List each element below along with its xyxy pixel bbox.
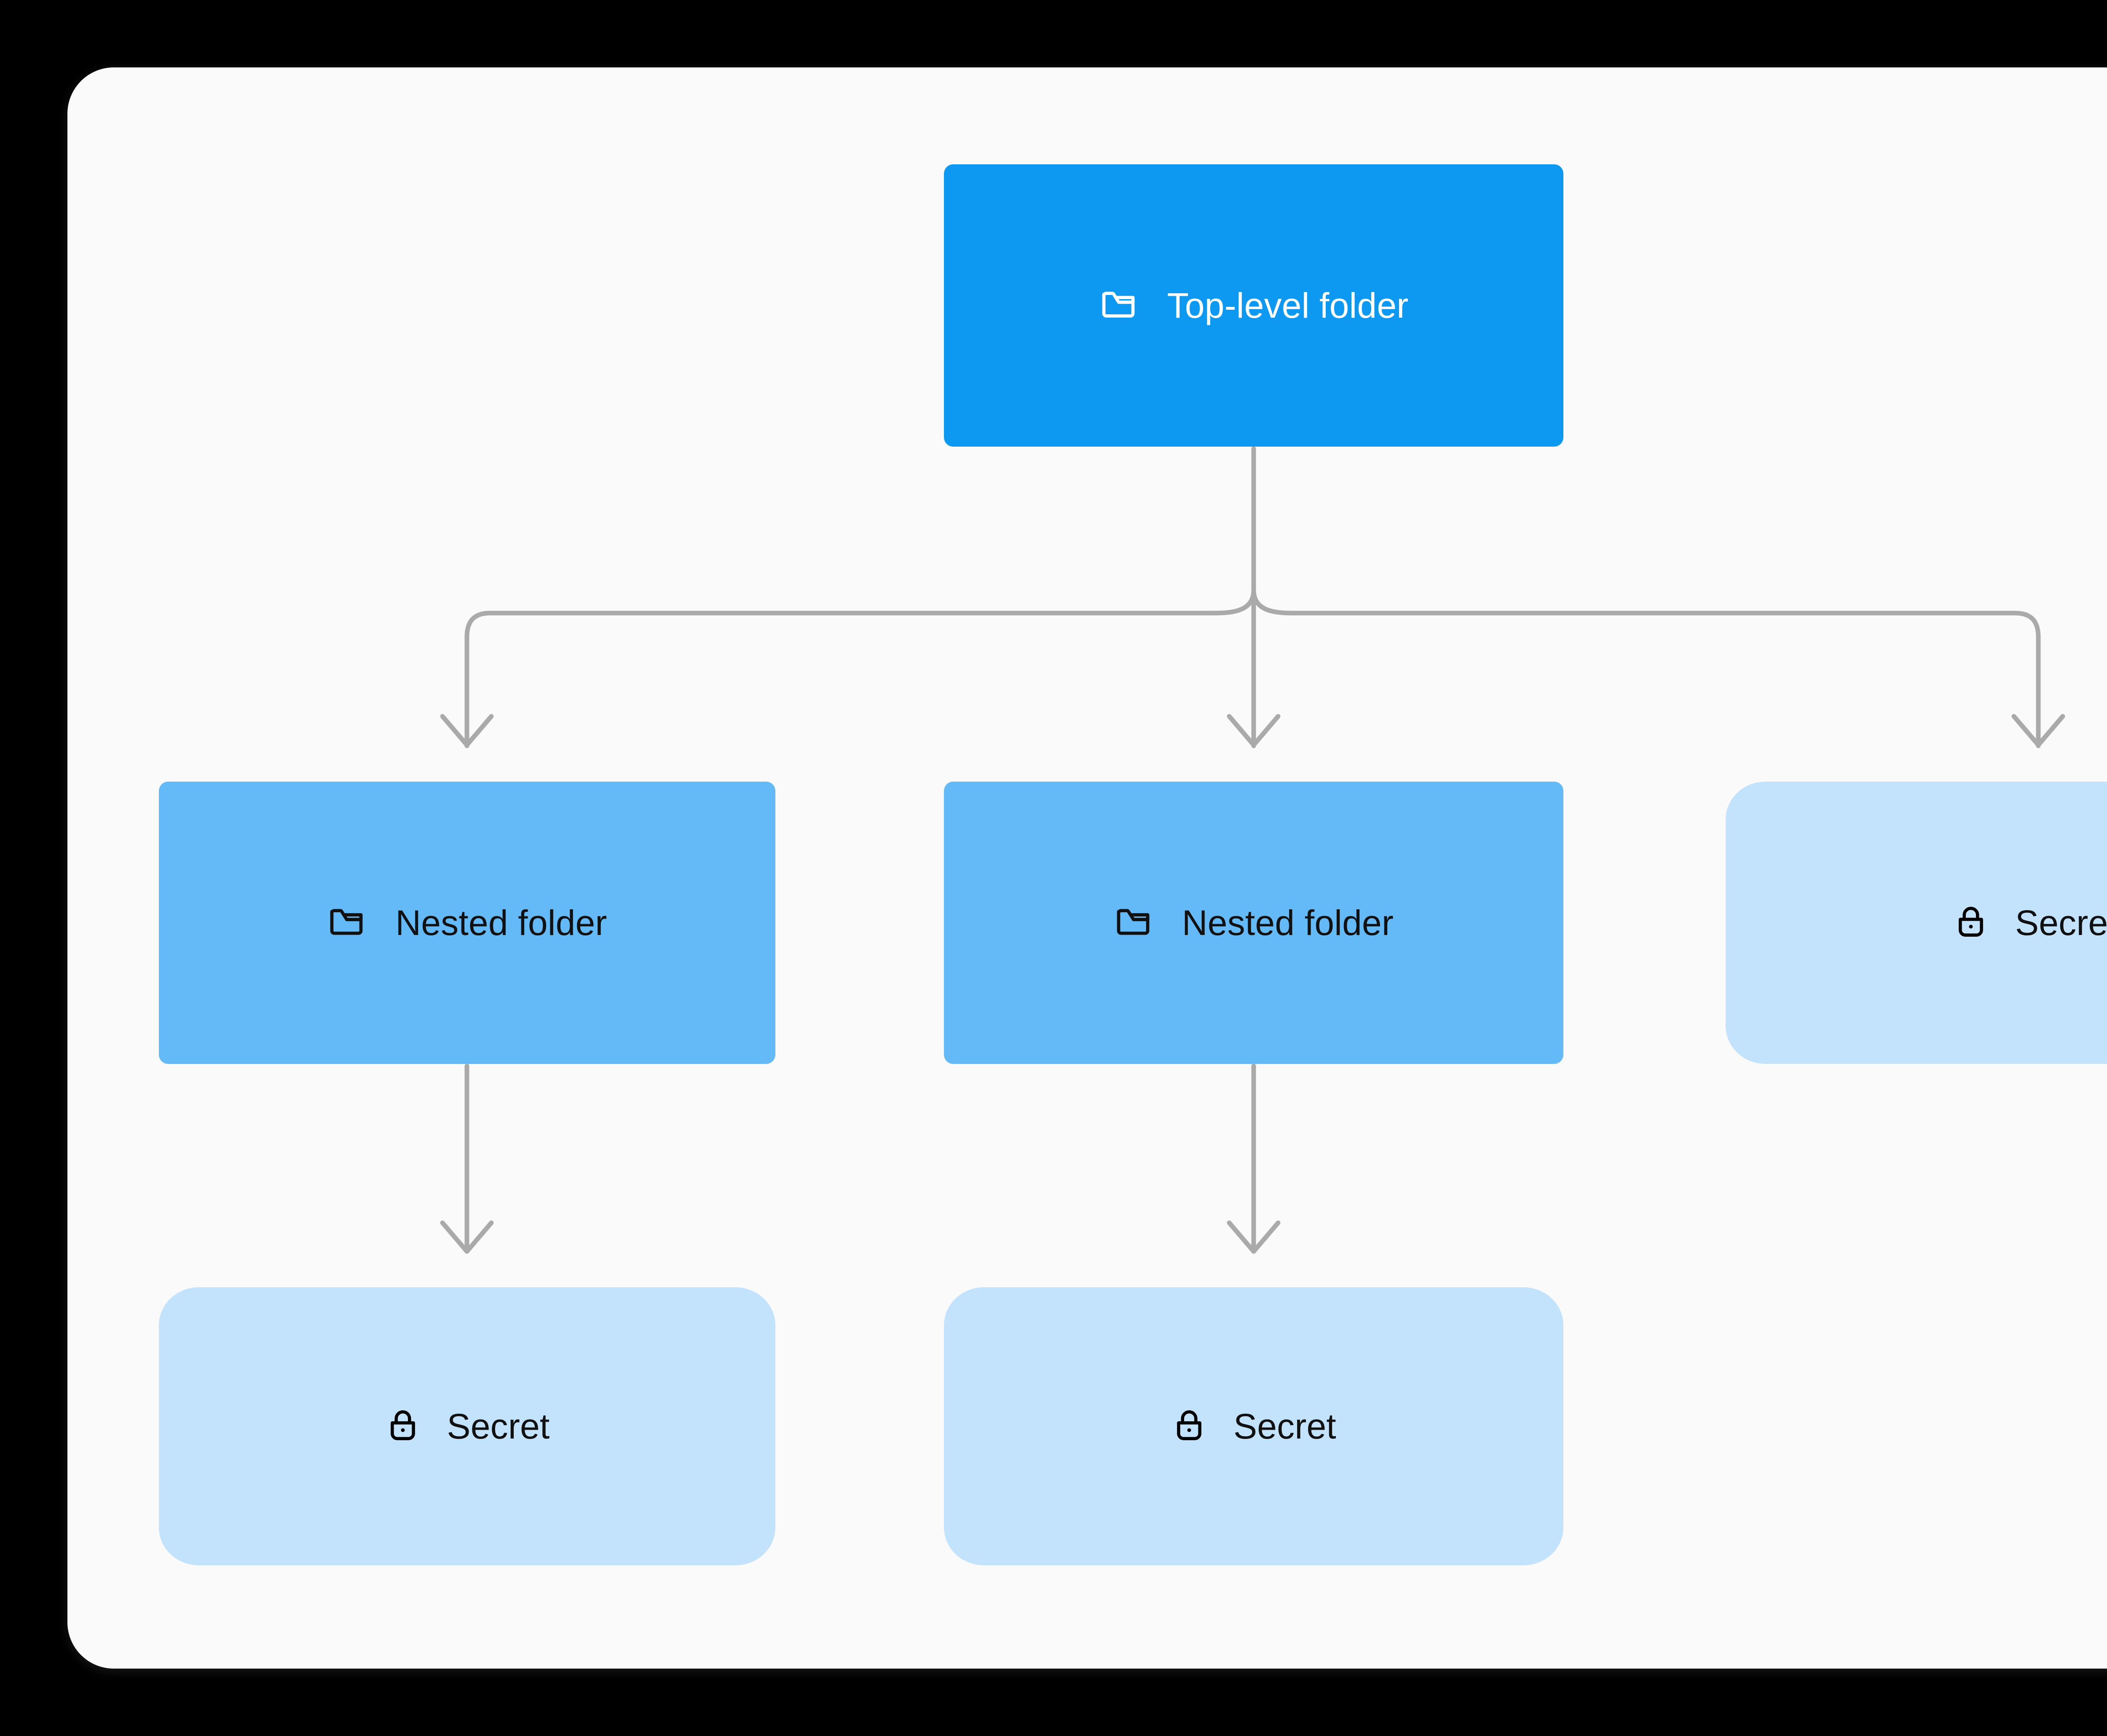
node-nested-folder-a[interactable]: Nested folder [159,782,775,1064]
node-label: Nested folder [395,903,607,943]
node-label: Nested folder [1182,903,1394,943]
folder-icon [1099,285,1138,326]
lock-icon [1953,904,1989,942]
node-label: Secret [2015,903,2107,943]
node-label: Top-level folder [1167,286,1409,325]
node-nested-folder-b[interactable]: Nested folder [944,782,1563,1064]
folder-icon [327,903,366,943]
node-top-level-folder[interactable]: Top-level folder [944,164,1563,447]
node-label: Secret [1233,1406,1336,1446]
lock-icon [385,1407,421,1446]
node-secret-bottom-left[interactable]: Secret [159,1287,775,1565]
folder-icon [1114,903,1153,943]
node-secret-right[interactable]: Secret [1726,782,2107,1064]
node-secret-bottom-middle[interactable]: Secret [944,1287,1563,1565]
lock-icon [1171,1407,1207,1446]
node-label: Secret [447,1406,550,1446]
